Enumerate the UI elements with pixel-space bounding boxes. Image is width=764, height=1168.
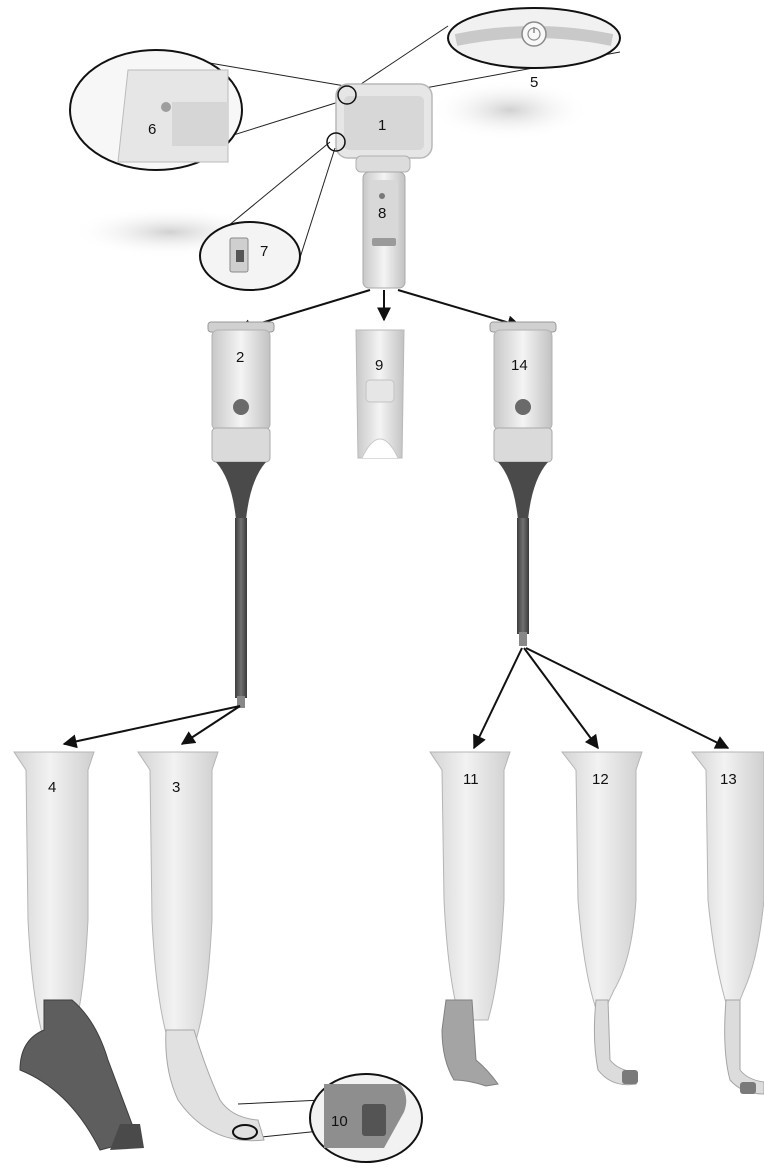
connector-port-marker xyxy=(326,132,346,152)
label-blade-13: 13 xyxy=(720,771,737,788)
label-blade-tip: 10 xyxy=(331,1113,348,1130)
blade-tip-zoom xyxy=(309,1073,423,1163)
label-blade-11: 11 xyxy=(463,771,479,788)
handle-left xyxy=(207,321,275,708)
monitor-handle xyxy=(362,171,406,289)
blade-3 xyxy=(137,751,265,1142)
label-blade-12: 12 xyxy=(592,771,609,788)
handle-cover xyxy=(355,329,405,459)
power-button-zoom xyxy=(447,7,621,69)
label-monitor-handle: 8 xyxy=(378,205,386,222)
connector-port-zoom xyxy=(199,221,301,291)
arrows-bottom xyxy=(62,647,730,750)
label-power-button: 5 xyxy=(530,74,538,91)
label-connector-port: 7 xyxy=(260,243,268,260)
label-blade-4: 4 xyxy=(48,779,56,796)
blade-13 xyxy=(690,751,764,1095)
label-indicator-light: 6 xyxy=(148,121,156,138)
arrows-top xyxy=(236,289,522,334)
handle-right xyxy=(489,321,557,646)
label-handle-cover: 9 xyxy=(375,357,383,374)
blade-4 xyxy=(13,751,144,1151)
label-blade-3: 3 xyxy=(172,779,180,796)
indicator-light-zoom xyxy=(69,49,243,171)
label-handle-right: 14 xyxy=(511,357,528,374)
blade-11 xyxy=(429,751,511,1087)
monitor-shadow xyxy=(430,80,590,140)
blade-12 xyxy=(560,751,643,1086)
indicator-light-marker xyxy=(337,85,357,105)
label-handle-left: 2 xyxy=(236,349,244,366)
label-monitor: 1 xyxy=(378,117,386,134)
monitor xyxy=(335,83,433,173)
